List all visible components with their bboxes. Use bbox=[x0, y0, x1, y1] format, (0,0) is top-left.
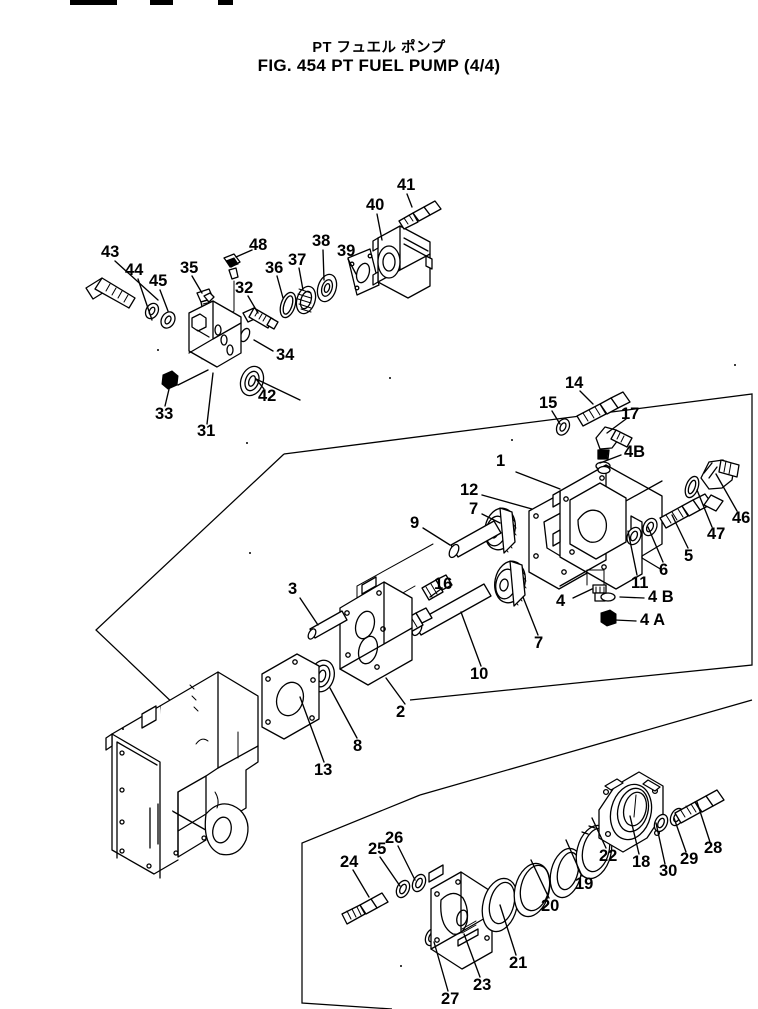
part-9-shaft bbox=[448, 520, 502, 559]
part-24-bolt bbox=[341, 892, 389, 925]
callout-24: 24 bbox=[340, 853, 359, 871]
part-37-seal bbox=[295, 285, 317, 315]
callout-9: 9 bbox=[410, 514, 420, 532]
callout-18: 18 bbox=[632, 853, 651, 871]
callout-38: 38 bbox=[312, 232, 331, 250]
part-23-cover bbox=[428, 864, 493, 970]
part-18-flange bbox=[598, 771, 664, 853]
callout-45: 45 bbox=[149, 272, 168, 290]
part-36-o-ring bbox=[279, 291, 297, 319]
callout-16: 16 bbox=[434, 575, 453, 593]
callout-4b-upper: 4B bbox=[624, 443, 646, 461]
part-1-pump-body bbox=[552, 464, 663, 590]
part-5-bolt bbox=[659, 493, 713, 529]
part-31-valve-body bbox=[188, 292, 242, 368]
part-39-gasket bbox=[347, 248, 380, 296]
callout-28: 28 bbox=[704, 839, 723, 857]
zone-boundary-middle bbox=[283, 393, 753, 701]
part-47-o-ring bbox=[684, 475, 700, 499]
callout-1: 1 bbox=[496, 452, 506, 470]
callout-47: 47 bbox=[707, 525, 726, 543]
part-20-ring bbox=[513, 862, 551, 918]
callout-3: 3 bbox=[288, 580, 298, 598]
callout-2: 2 bbox=[396, 703, 406, 721]
callout-leader-lines bbox=[114, 193, 738, 992]
callout-21: 21 bbox=[509, 954, 528, 972]
part-40-solenoid bbox=[372, 225, 433, 299]
callout-29: 29 bbox=[680, 850, 699, 868]
scan-artifact-bar bbox=[218, 0, 233, 5]
callout-33: 33 bbox=[155, 405, 174, 423]
scan-artifact-bar bbox=[150, 0, 173, 5]
callout-6: 6 bbox=[659, 561, 669, 579]
callout-7-lower: 7 bbox=[534, 634, 544, 652]
callout-8: 8 bbox=[353, 737, 363, 755]
part-7-gear-lower bbox=[494, 560, 527, 607]
part-42-seal bbox=[239, 365, 265, 397]
part-41-bolt bbox=[398, 200, 442, 230]
callout-41: 41 bbox=[397, 176, 416, 194]
zone-boundary-upper bbox=[95, 453, 285, 727]
part-45-washer bbox=[160, 311, 176, 329]
callout-13: 13 bbox=[314, 761, 333, 779]
zone-boundary-lower bbox=[301, 699, 753, 1009]
part-19-o-ring bbox=[549, 847, 583, 899]
part-13-gasket bbox=[261, 653, 320, 740]
figure-title-japanese: PT フュエル ポンプ bbox=[312, 40, 446, 56]
callout-4: 4 bbox=[556, 592, 566, 610]
callout-19: 19 bbox=[575, 875, 594, 893]
callout-39: 39 bbox=[337, 242, 356, 260]
callout-36: 36 bbox=[265, 259, 284, 277]
figure-title-english: FIG. 454 PT FUEL PUMP (4/4) bbox=[257, 56, 501, 75]
part-26-washer bbox=[411, 873, 427, 893]
callout-40: 40 bbox=[366, 196, 385, 214]
part-38-washer bbox=[316, 273, 338, 303]
callout-14: 14 bbox=[565, 374, 584, 392]
part-4b-lower-o-ring bbox=[600, 592, 616, 602]
callout-17: 17 bbox=[621, 405, 640, 423]
callout-25: 25 bbox=[368, 840, 387, 858]
callout-44: 44 bbox=[125, 261, 144, 279]
part-17-elbow-fitting bbox=[595, 426, 633, 460]
callout-27: 27 bbox=[441, 990, 460, 1008]
part-6-washer bbox=[642, 517, 658, 537]
part-14-bolt bbox=[576, 391, 631, 427]
part-3-pin bbox=[307, 610, 348, 640]
scan-artifact-bar bbox=[70, 0, 117, 5]
callout-42: 42 bbox=[258, 387, 277, 405]
callout-5: 5 bbox=[684, 547, 694, 565]
part-33-nut bbox=[161, 370, 179, 390]
callout-32: 32 bbox=[235, 279, 254, 297]
part-28-bolt bbox=[674, 789, 725, 824]
part-4a-nut bbox=[600, 609, 617, 627]
callout-48: 48 bbox=[249, 236, 268, 254]
callout-12: 12 bbox=[460, 481, 479, 499]
callout-30: 30 bbox=[659, 862, 678, 880]
callout-22: 22 bbox=[599, 847, 618, 865]
part-16-coupling-upper bbox=[421, 574, 453, 601]
callout-11: 11 bbox=[631, 574, 649, 592]
callout-34: 34 bbox=[276, 346, 295, 364]
callout-35: 35 bbox=[180, 259, 199, 277]
callout-37: 37 bbox=[288, 251, 307, 269]
part-32-fitting bbox=[242, 307, 279, 330]
callout-4b-lower: 4 B bbox=[648, 588, 674, 606]
pump-housing-body bbox=[105, 671, 259, 879]
callout-4a: 4 A bbox=[640, 611, 666, 629]
callout-31: 31 bbox=[197, 422, 216, 440]
part-43-bolt bbox=[85, 277, 136, 309]
callout-10: 10 bbox=[470, 665, 489, 683]
part-44-washer bbox=[144, 302, 160, 320]
callout-46: 46 bbox=[732, 509, 751, 527]
callout-23: 23 bbox=[473, 976, 492, 994]
callout-7-upper: 7 bbox=[469, 500, 479, 518]
scan-noise-dots bbox=[122, 349, 736, 967]
callout-20: 20 bbox=[541, 897, 560, 915]
callout-43: 43 bbox=[101, 243, 120, 261]
callout-26: 26 bbox=[385, 829, 404, 847]
callout-15: 15 bbox=[539, 394, 558, 412]
part-2-cover-plate bbox=[339, 576, 413, 686]
part-46-elbow bbox=[700, 459, 740, 512]
